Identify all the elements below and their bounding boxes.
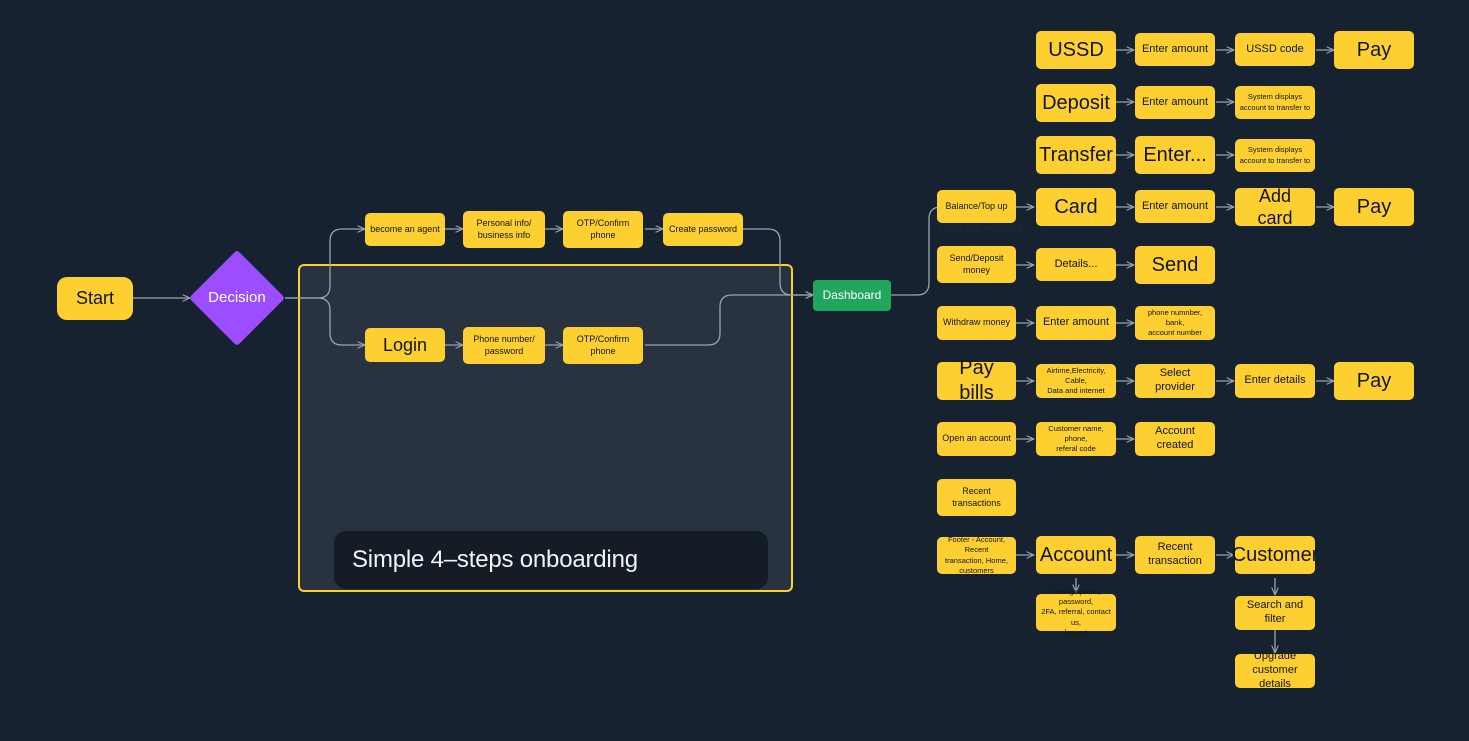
node-enter-details[interactable]: Enter details — [1235, 364, 1315, 398]
node-open-an-account[interactable]: Open an account — [937, 422, 1016, 456]
node-otp-confirm-phone-top[interactable]: OTP/Confirm phone — [563, 211, 643, 248]
node-recent-transaction[interactable]: Recent transaction — [1135, 536, 1215, 574]
node-transfer[interactable]: Transfer — [1036, 136, 1116, 174]
node-send[interactable]: Send — [1135, 246, 1215, 284]
node-deposit-enter-amount[interactable]: Enter amount — [1135, 86, 1215, 119]
node-phone-number-password[interactable]: Phone number/ password — [463, 327, 545, 364]
node-bill-categories[interactable]: Airtime,Electricity, Cable, Data and int… — [1036, 364, 1116, 398]
node-footer-items[interactable]: Footer - Account, Recent transaction, Ho… — [937, 535, 1016, 575]
node-details[interactable]: Details... — [1036, 248, 1116, 281]
node-withdraw-enter-amount[interactable]: Enter amount — [1036, 306, 1116, 340]
node-create-password[interactable]: Create password — [663, 213, 743, 246]
node-otp-confirm-phone-bottom[interactable]: OTP/Confirm phone — [563, 327, 643, 364]
node-decision[interactable]: Decision — [188, 249, 286, 347]
node-bills-pay[interactable]: Pay — [1334, 362, 1414, 400]
node-deposit[interactable]: Deposit — [1036, 84, 1116, 122]
node-decision-label: Decision — [208, 288, 266, 306]
node-select-provider[interactable]: Select provider — [1135, 364, 1215, 398]
node-card-enter-amount[interactable]: Enter amount — [1135, 190, 1215, 223]
node-account-options[interactable]: Change photo, password, 2FA, referral, c… — [1036, 587, 1116, 637]
ghost-upgrade-account: Upgrade account — [939, 222, 1023, 234]
node-login[interactable]: Login — [365, 328, 445, 362]
node-withdraw-details[interactable]: phone numnber, bank, account number — [1135, 306, 1215, 340]
node-pay-bills[interactable]: Pay bills — [937, 357, 1016, 404]
node-ussd[interactable]: USSD — [1036, 31, 1116, 69]
node-customer-details[interactable]: Customer name, phone, referal code — [1036, 422, 1116, 456]
group-label-onboarding: Simple 4–steps onboarding — [334, 531, 768, 589]
node-deposit-system-displays[interactable]: System displays account to transfer to — [1235, 86, 1315, 119]
node-ussd-code[interactable]: USSD code — [1235, 33, 1315, 66]
node-ussd-enter-amount[interactable]: Enter amount — [1135, 33, 1215, 66]
node-account-created[interactable]: Account created — [1135, 422, 1215, 456]
node-upgrade-customer-details[interactable]: Upgrade customer details — [1235, 650, 1315, 690]
node-balance-topup[interactable]: Balance/Top up — [937, 190, 1016, 223]
node-become-an-agent[interactable]: become an agent — [365, 213, 445, 246]
node-transfer-enter[interactable]: Enter... — [1135, 136, 1215, 174]
node-recent-transactions[interactable]: Recent transactions — [937, 479, 1016, 516]
node-add-card[interactable]: Add card — [1235, 186, 1315, 228]
node-card[interactable]: Card — [1036, 188, 1116, 226]
node-personal-info[interactable]: Personal info/ business info — [463, 211, 545, 248]
node-transfer-system-displays[interactable]: System displays account to transfer to — [1235, 139, 1315, 172]
node-start[interactable]: Start — [57, 277, 133, 320]
node-search-and-filter[interactable]: Search and filter — [1235, 596, 1315, 630]
node-card-pay[interactable]: Pay — [1334, 188, 1414, 226]
node-ussd-pay[interactable]: Pay — [1334, 31, 1414, 69]
node-dashboard[interactable]: Dashboard — [813, 280, 891, 311]
node-customer[interactable]: Customer — [1232, 536, 1318, 574]
node-withdraw-money[interactable]: Withdraw money — [937, 306, 1016, 340]
node-send-deposit-money[interactable]: Send/Deposit money — [937, 246, 1016, 283]
node-account[interactable]: Account — [1036, 536, 1116, 574]
